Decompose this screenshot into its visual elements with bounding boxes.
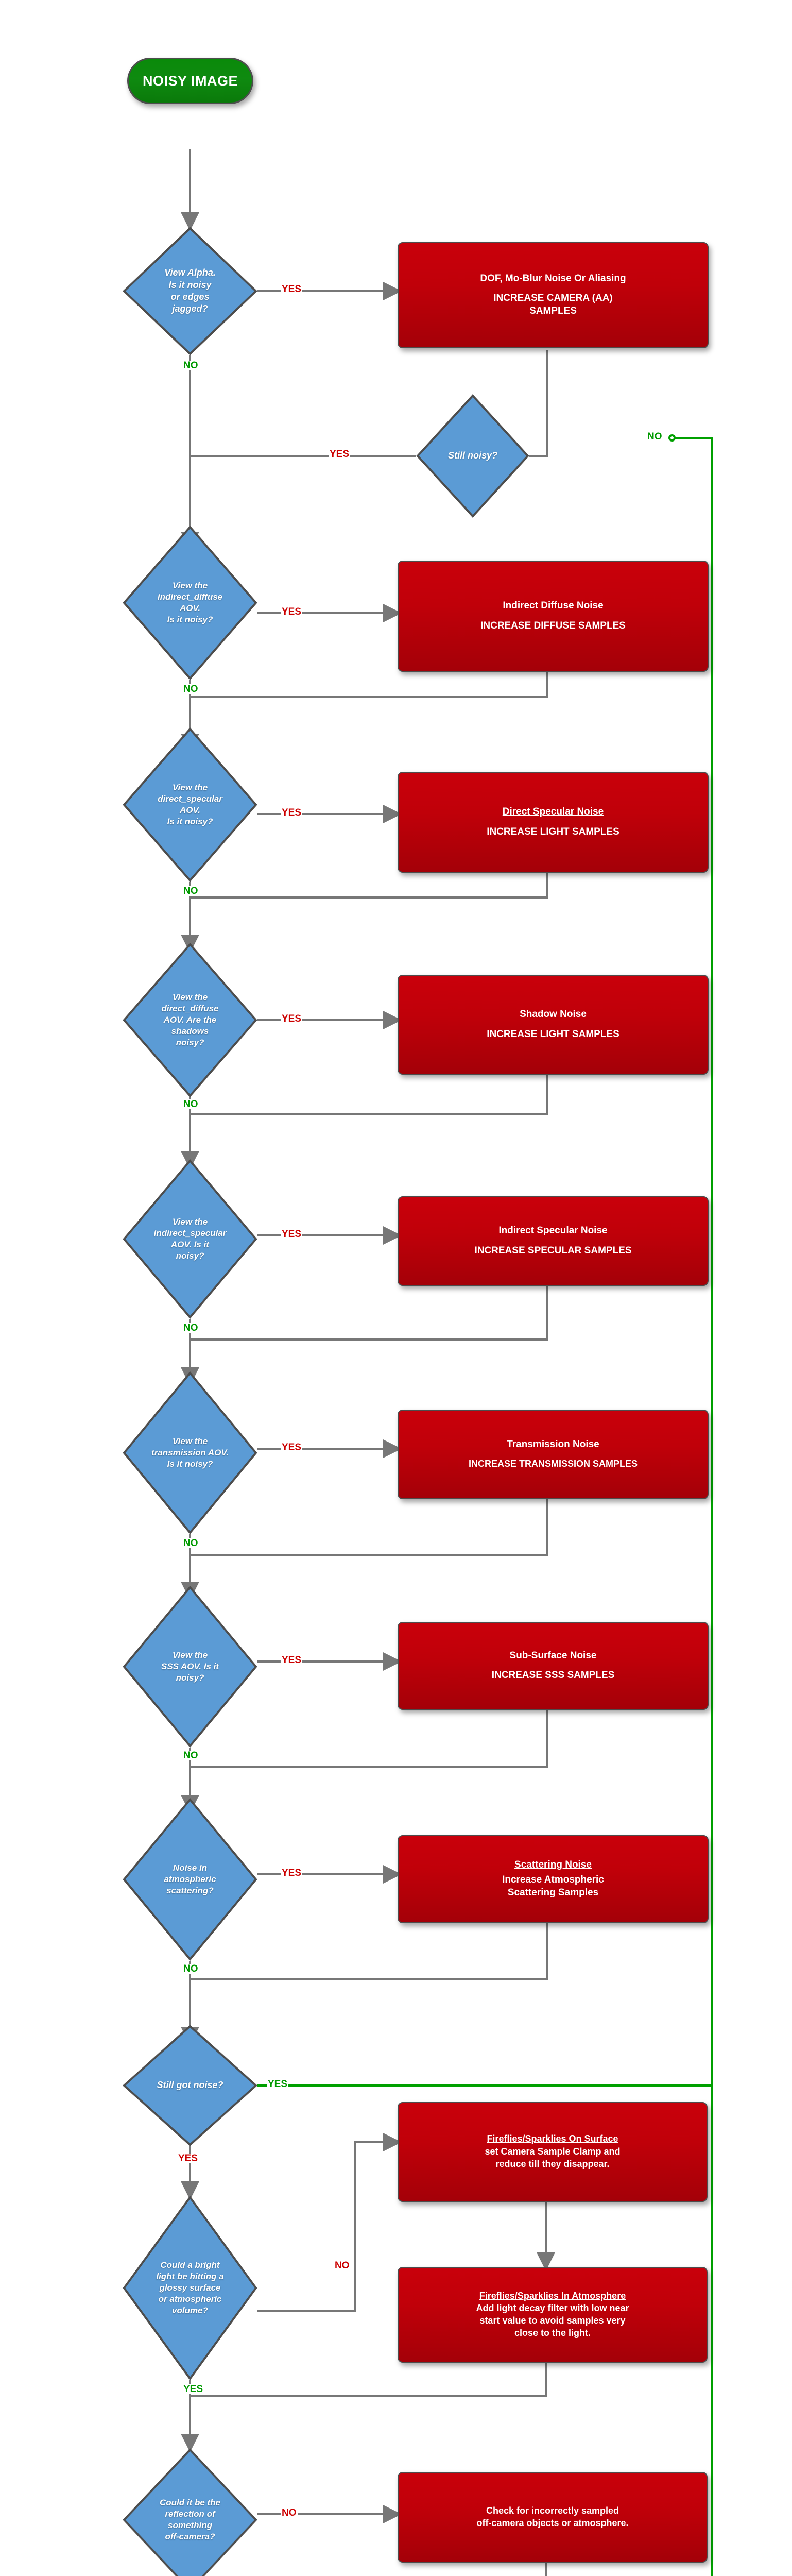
action-title: Fireflies/Sparklies On Surface bbox=[487, 2133, 618, 2144]
action-body: INCREASE SPECULAR SAMPLES bbox=[474, 1245, 632, 1256]
diamond-shape bbox=[123, 2025, 257, 2146]
action-title: Scattering Noise bbox=[514, 1859, 592, 1871]
action-body: INCREASE LIGHT SAMPLES bbox=[487, 1028, 619, 1040]
edge-label-no: NO bbox=[182, 1538, 199, 1549]
action-body: INCREASE CAMERA (AA)SAMPLES bbox=[493, 293, 613, 317]
action-title: DOF, Mo-Blur Noise Or Aliasing bbox=[480, 273, 626, 284]
action-fireflies-in-atmosphere[interactable]: Fireflies/Sparklies In Atmosphere Add li… bbox=[398, 2267, 708, 2363]
edge-label-no: NO bbox=[182, 1963, 199, 1974]
edge-label-no: NO bbox=[646, 431, 663, 442]
decision-still-noisy[interactable]: Still noisy? bbox=[416, 394, 529, 518]
edge-label-yes: NO bbox=[281, 2507, 298, 2518]
diamond-shape bbox=[123, 2195, 257, 2381]
action-fireflies-on-surface[interactable]: Fireflies/Sparklies On Surface set Camer… bbox=[398, 2102, 708, 2202]
edge-label-no: NO bbox=[182, 886, 199, 896]
action-increase-light-samples-specular[interactable]: Direct Specular Noise INCREASE LIGHT SAM… bbox=[398, 772, 709, 873]
edge-label-no: NO bbox=[182, 1323, 199, 1333]
action-increase-light-samples-shadow[interactable]: Shadow Noise INCREASE LIGHT SAMPLES bbox=[398, 975, 709, 1075]
diamond-shape bbox=[123, 1371, 257, 1535]
edge-label-no: YES bbox=[182, 2384, 204, 2395]
diamond-shape bbox=[123, 1159, 257, 1319]
action-increase-sss-samples[interactable]: Sub-Surface Noise INCREASE SSS SAMPLES bbox=[398, 1622, 709, 1710]
start-terminal[interactable]: NOISY IMAGE bbox=[127, 58, 253, 104]
start-label: NOISY IMAGE bbox=[142, 73, 238, 89]
edge-aa-to-stillnoisy bbox=[529, 350, 548, 457]
edge-label-yes: YES bbox=[281, 1229, 303, 1240]
action-camera-aa-samples[interactable]: DOF, Mo-Blur Noise Or Aliasing INCREASE … bbox=[398, 242, 709, 348]
decision-still-got-noise-1[interactable]: Still got noise? bbox=[123, 2025, 257, 2146]
action-body: INCREASE LIGHT SAMPLES bbox=[487, 826, 619, 837]
action-title: Transmission Noise bbox=[507, 1438, 599, 1450]
diamond-shape bbox=[123, 727, 257, 883]
action-title: Indirect Diffuse Noise bbox=[503, 600, 604, 612]
action-increase-diffuse-samples[interactable]: Indirect Diffuse Noise INCREASE DIFFUSE … bbox=[398, 561, 709, 672]
edge-label-no: YES bbox=[267, 2079, 289, 2090]
edge-label-yes: YES bbox=[281, 1013, 303, 1024]
decision-label: Still got noise? bbox=[157, 2080, 223, 2091]
edge-bl-yes bbox=[257, 2133, 402, 2312]
edge-label-yes: YES bbox=[281, 1442, 303, 1453]
edge-label-yes: YES bbox=[177, 2153, 199, 2164]
action-body: INCREASE SSS SAMPLES bbox=[491, 1670, 615, 1681]
action-title: Indirect Specular Noise bbox=[498, 1225, 608, 1236]
edge-label-yes: YES bbox=[281, 606, 303, 617]
action-title: Direct Specular Noise bbox=[502, 806, 604, 818]
diamond-shape bbox=[123, 525, 257, 681]
action-increase-transmission-samples[interactable]: Transmission Noise INCREASE TRANSMISSION… bbox=[398, 1410, 709, 1499]
edge-label-yes: YES bbox=[281, 1655, 303, 1666]
action-body: INCREASE TRANSMISSION SAMPLES bbox=[468, 1458, 638, 1469]
edge-label-no: NO bbox=[182, 1750, 199, 1761]
action-title: Fireflies/Sparklies In Atmosphere bbox=[479, 2290, 626, 2301]
diamond-shape bbox=[123, 2448, 257, 2576]
edge-stillnoisy-no-rail bbox=[675, 437, 713, 2576]
action-title: Sub-Surface Noise bbox=[509, 1650, 597, 1661]
edge-label-yes: YES bbox=[281, 807, 303, 818]
action-title: Shadow Noise bbox=[520, 1009, 587, 1020]
edge-label-yes: YES bbox=[281, 284, 303, 295]
diamond-shape bbox=[123, 1585, 257, 1748]
edge-label-yes: NO bbox=[334, 2260, 351, 2271]
action-increase-specular-samples[interactable]: Indirect Specular Noise INCREASE SPECULA… bbox=[398, 1196, 709, 1286]
diamond-shape bbox=[123, 1798, 257, 1961]
action-body: INCREASE DIFFUSE SAMPLES bbox=[480, 620, 626, 631]
decision-label: Still noisy? bbox=[447, 450, 497, 461]
edge-label-yes: YES bbox=[329, 449, 351, 460]
edge-label-no: NO bbox=[182, 1099, 199, 1110]
edge-label-yes: YES bbox=[281, 1868, 303, 1878]
diamond-shape bbox=[416, 394, 529, 518]
diamond-shape bbox=[123, 227, 257, 355]
edge-label-no: NO bbox=[182, 360, 199, 371]
diamond-shape bbox=[123, 942, 257, 1098]
edge-label-no: NO bbox=[182, 684, 199, 694]
